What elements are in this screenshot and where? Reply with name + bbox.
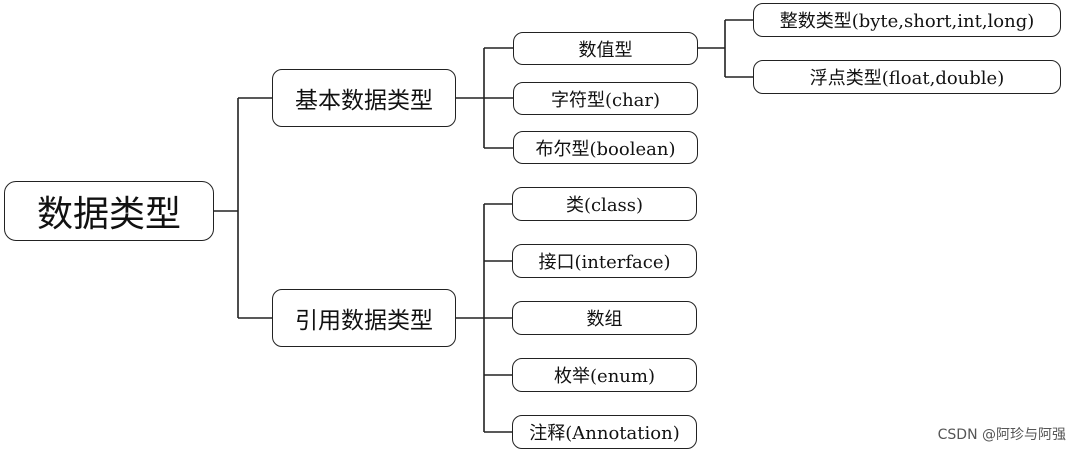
class-type-node: 类(class): [512, 187, 697, 221]
csdn-watermark: CSDN @阿珍与阿强: [937, 427, 1066, 443]
reference-types-node: 引用数据类型: [272, 289, 456, 347]
root-node: 数据类型: [4, 181, 214, 241]
boolean-type-node: 布尔型(boolean): [513, 131, 698, 164]
float-types-node: 浮点类型(float,double): [753, 60, 1061, 94]
numeric-type-node: 数值型: [513, 32, 698, 65]
enum-type-node: 枚举(enum): [512, 358, 697, 392]
integer-types-node: 整数类型(byte,short,int,long): [753, 3, 1061, 37]
interface-type-node: 接口(interface): [512, 244, 697, 278]
basic-types-node: 基本数据类型: [272, 69, 456, 127]
annotation-type-node: 注释(Annotation): [512, 415, 697, 449]
char-type-node: 字符型(char): [513, 82, 698, 115]
array-type-node: 数组: [512, 301, 697, 335]
